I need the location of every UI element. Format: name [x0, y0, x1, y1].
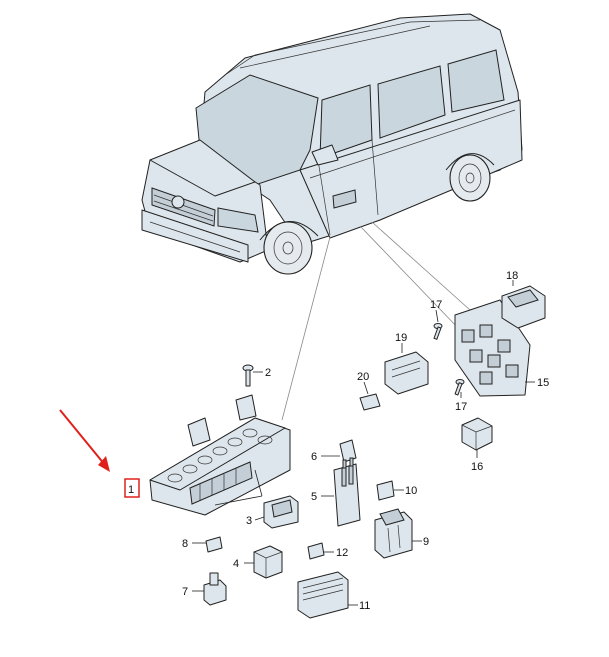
callout-highlight-box	[124, 478, 140, 498]
callout-label-8: 8	[182, 538, 188, 550]
callout-label-10: 10	[405, 485, 417, 497]
callout-label-16: 16	[471, 461, 483, 473]
callout-label-7: 7	[182, 586, 188, 598]
guide-lines	[281, 221, 471, 421]
callout-label-3: 3	[246, 515, 252, 527]
callout-label-12: 12	[336, 547, 348, 559]
van-illustration	[141, 13, 523, 275]
fuse-part-20[interactable]	[359, 393, 381, 411]
callout-label-2: 2	[265, 367, 271, 379]
fuse-part-12[interactable]	[307, 542, 325, 560]
relay-part-4[interactable]	[253, 545, 283, 579]
callout-label-19: 19	[395, 332, 407, 344]
callout-label-5: 5	[311, 491, 317, 503]
callout-label-11: 11	[359, 600, 370, 612]
relay-part-3[interactable]	[263, 495, 299, 529]
callout-label-1: 1	[128, 484, 134, 496]
screw-part-17-upper[interactable]	[433, 323, 443, 340]
fuse-part-8[interactable]	[205, 536, 223, 553]
fuse-holder-part-1[interactable]	[149, 394, 291, 516]
callout-label-20: 20	[357, 371, 369, 383]
relay-part-16[interactable]	[461, 417, 493, 451]
fuse-part-6[interactable]	[339, 439, 357, 469]
red-arrow-icon	[59, 409, 110, 472]
callout-label-9: 9	[423, 536, 429, 548]
relay-module-part-18[interactable]	[501, 285, 546, 329]
callout-label-6: 6	[311, 451, 317, 463]
connector-part-11[interactable]	[297, 571, 349, 619]
fuse-part-10[interactable]	[376, 480, 395, 501]
callout-label-15: 15	[537, 377, 549, 389]
screw-part-17-lower[interactable]	[454, 379, 465, 396]
connector-part-19[interactable]	[384, 351, 429, 395]
relay-carrier-part-9[interactable]	[374, 508, 413, 559]
screw-part-2[interactable]	[242, 364, 254, 387]
relay-base-part-7[interactable]	[203, 572, 227, 606]
callout-label-4: 4	[233, 558, 239, 570]
callout-label-17a: 17	[430, 299, 442, 311]
holder-part-5[interactable]	[333, 463, 361, 527]
callout-label-17b: 17	[455, 401, 467, 413]
callout-label-18: 18	[506, 270, 518, 282]
